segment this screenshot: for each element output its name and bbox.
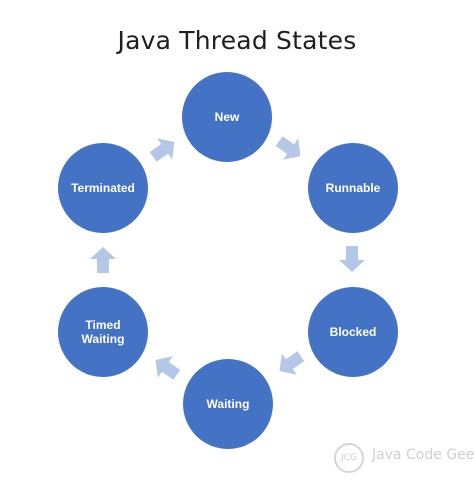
state-runnable: Runnable bbox=[308, 143, 398, 233]
arrow-terminated-to-new bbox=[149, 138, 175, 162]
arrow-new-to-runnable bbox=[275, 136, 301, 160]
state-blocked: Blocked bbox=[308, 287, 398, 377]
state-waiting: Waiting bbox=[183, 359, 273, 449]
state-new: New bbox=[182, 72, 272, 162]
state-new-label: New bbox=[214, 110, 240, 124]
watermark-text: Java Code Geeks bbox=[372, 447, 474, 463]
diagram-title: Java Thread States bbox=[117, 26, 357, 55]
arrow-timed-waiting-to-terminated bbox=[90, 247, 116, 273]
state-runnable-label: Runnable bbox=[325, 181, 381, 195]
state-timed-waiting: Timed Waiting bbox=[58, 287, 148, 377]
java-code-geeks-watermark: JCG Java Code Geeks bbox=[334, 443, 474, 477]
state-terminated-label: Terminated bbox=[71, 181, 135, 195]
arrow-runnable-to-blocked bbox=[339, 246, 365, 272]
watermark-logo-icon: JCG bbox=[334, 443, 364, 473]
arrow-blocked-to-waiting bbox=[279, 351, 305, 375]
arrow-waiting-to-timed-waiting bbox=[155, 356, 181, 380]
state-timed-waiting-label: Timed Waiting bbox=[81, 318, 125, 346]
state-blocked-label: Blocked bbox=[329, 325, 377, 339]
state-waiting-label: Waiting bbox=[206, 397, 250, 411]
state-terminated: Terminated bbox=[58, 143, 148, 233]
